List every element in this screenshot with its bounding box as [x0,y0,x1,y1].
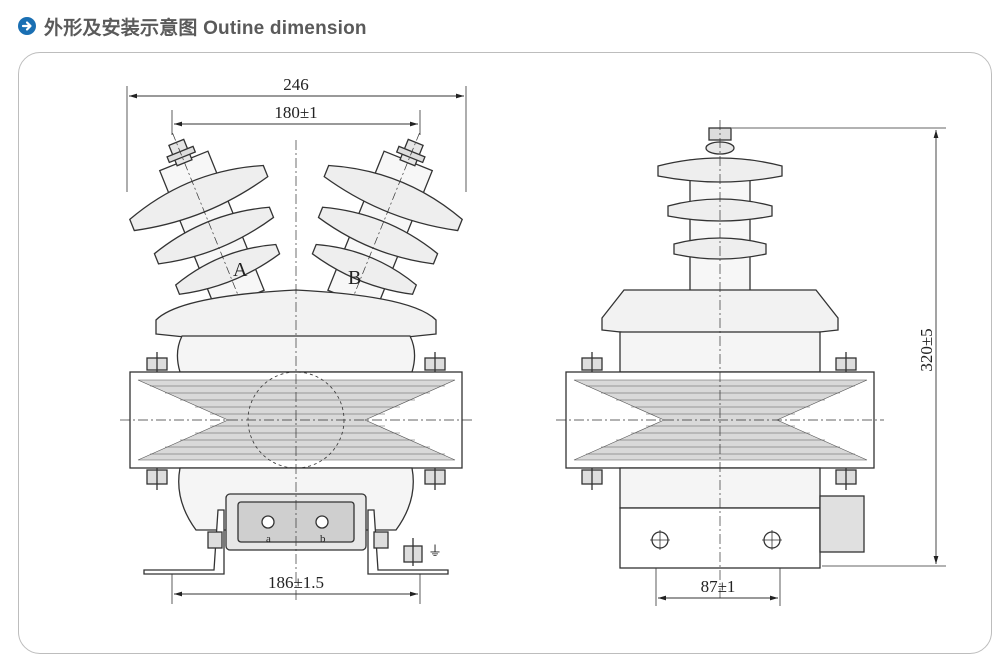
ground-bolt [403,538,423,566]
dimension-label-246: 246 [283,75,309,94]
insulator-b [311,132,463,319]
bolt-bottom-left [146,468,168,490]
terminal-b-screw [315,515,329,529]
dimension-base-spacing [171,574,421,604]
dimension-label-180: 180±1 [274,103,317,122]
side-bolt [373,531,389,549]
dimension-terminal-spacing [171,110,421,135]
phase-label-b: B [348,267,361,289]
bolt-top-left [146,352,168,372]
side-bolt-left [207,531,223,549]
dimension-label-320: 320±5 [917,328,936,371]
bolt-top-right [424,352,446,372]
dimension-label-87: 87±1 [701,577,736,596]
arrow-right-circle-icon [18,17,36,35]
front-view: 246 180±1 A B [120,75,472,604]
dimension-label-186: 186±1.5 [268,573,324,592]
phase-label-a: A [233,259,248,281]
side-bolt-top-left [581,352,603,372]
page-header: 外形及安装示意图 Outine dimension [18,12,367,40]
terminal-label-a: a [266,533,271,545]
dimension-overall-width [126,86,467,192]
side-bolt-bottom-left [581,468,603,490]
side-bolt-top-right [835,352,857,372]
base-bracket-right [367,509,449,575]
page-title: 外形及安装示意图 Outine dimension [44,17,367,39]
dimension-height [732,127,946,567]
base-bracket-left [143,509,225,575]
side-bolt-bottom-right [835,468,857,490]
insulator-a [129,132,281,319]
outline-drawing: 246 180±1 A B [120,75,946,606]
dimension-base-hole-spacing [655,568,781,606]
ground-symbol: ⏚ [428,543,442,559]
side-terminal-box [819,495,865,553]
terminal-label-b: b [320,533,326,545]
bolt-bottom-right [424,468,446,490]
terminal-a-screw [261,515,275,529]
side-view: 320±5 87±1 [556,120,946,606]
